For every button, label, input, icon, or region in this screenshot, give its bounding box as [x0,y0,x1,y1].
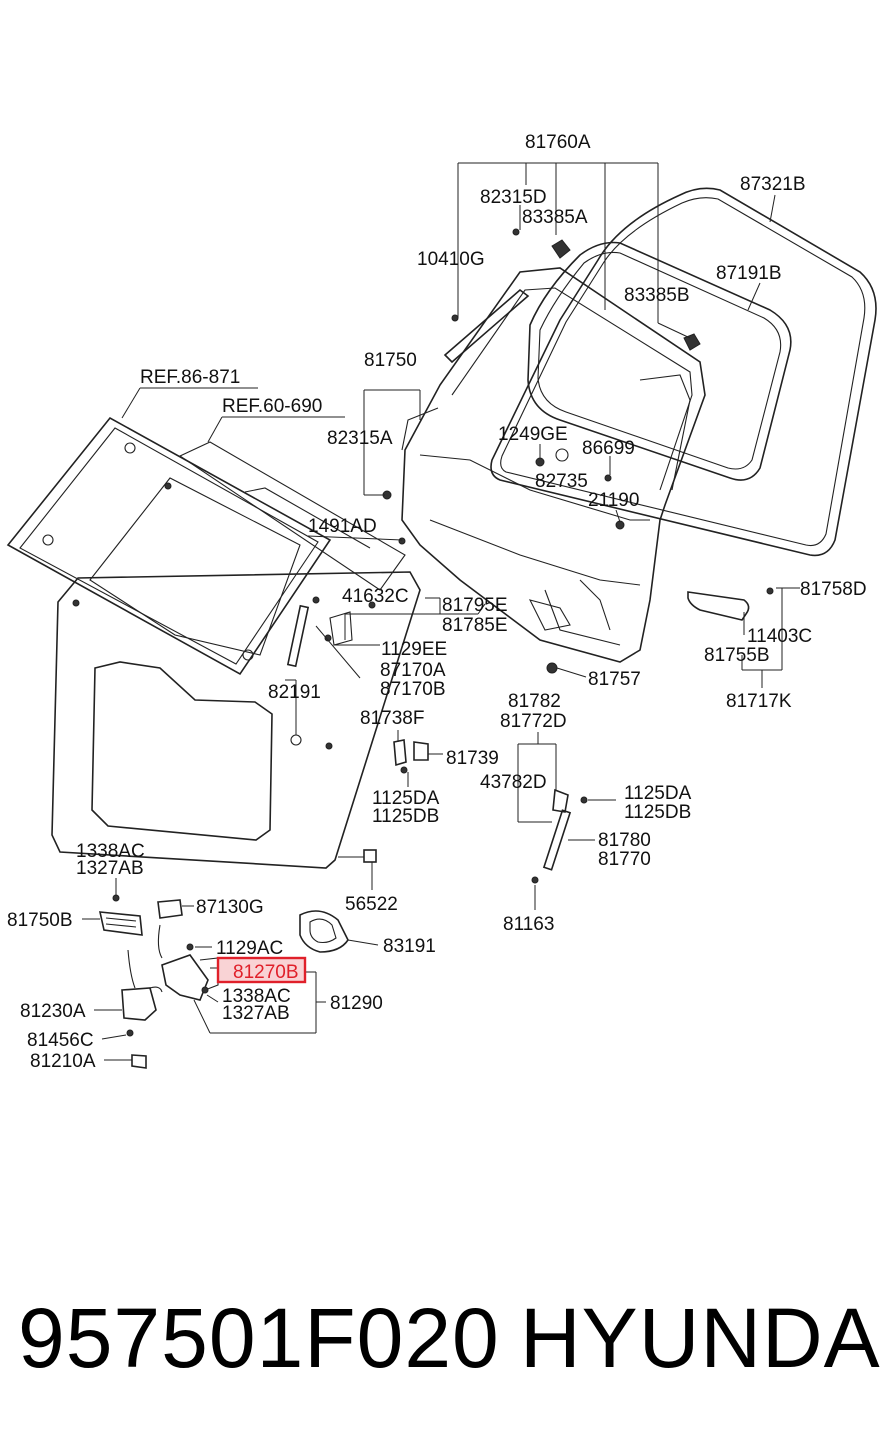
label-87321B: 87321B [740,174,806,195]
label-81750B: 81750B [7,910,73,931]
label-ref-86-871: REF.86-871 [140,367,240,388]
label-82191: 82191 [268,682,321,703]
label-81770: 81770 [598,849,651,870]
label-86699: 86699 [582,438,635,459]
label-1129AC: 1129AC [216,938,283,959]
label-83385B: 83385B [624,285,690,306]
label-1327AB-bottom: 1327AB [222,1003,290,1024]
label-1327AB-top: 1327AB [76,858,144,879]
label-82315A: 82315A [327,428,393,449]
label-81795E: 81795E [442,595,508,616]
outer-glass [164,441,406,591]
label-81290: 81290 [330,993,383,1014]
leader-lines [82,162,783,1061]
label-81782: 81782 [508,691,561,712]
label-83385A: 83385A [522,207,588,228]
label-81750: 81750 [364,350,417,371]
label-1125DB-right: 1125DB [624,802,691,823]
top-strip [382,228,701,674]
label-82735: 82735 [535,471,588,492]
label-87170A: 87170A [380,660,446,681]
tailgate-panel [51,571,421,869]
label-10410G: 10410G [417,249,485,270]
label-41632C: 41632C [342,586,409,607]
part-labels: 81760A 87321B 82315D 83385A 10410G 87191… [7,132,867,1072]
label-1491AD: 1491AD [308,516,377,537]
label-81760A: 81760A [525,132,591,153]
label-87170B: 87170B [380,679,446,700]
handle-cover [299,910,349,953]
label-81210A: 81210A [30,1051,96,1072]
label-83191: 83191 [383,936,436,957]
back-glass [6,416,332,676]
label-ref-60-690: REF.60-690 [222,396,322,417]
label-43782D: 43782D [480,772,547,793]
brand-name: HYUNDAI [520,1291,886,1385]
label-1249GE: 1249GE [498,424,568,445]
part-number: 957501F020 [18,1291,500,1385]
weatherstrip-outer [490,187,877,557]
label-81738F: 81738F [360,708,424,729]
label-87191B: 87191B [716,263,782,284]
bumper-stop [363,849,377,863]
label-21190: 21190 [588,490,639,511]
footer: 957501F020 HYUNDAI [0,1290,886,1400]
label-81270B: 81270B [233,962,299,983]
label-81780: 81780 [598,830,651,851]
label-81230A: 81230A [20,1001,86,1022]
label-1338AC-top: 1338AC [76,841,145,862]
label-11403C: 11403C [747,626,812,647]
strut-left [286,596,376,668]
label-81456C: 81456C [27,1030,94,1051]
lock-assembly [98,894,219,1069]
label-82315D: 82315D [480,187,547,208]
label-81717K: 81717K [726,691,792,712]
highlight-box [216,956,307,984]
label-1125DA-mid: 1125DA [372,788,440,809]
label-1129EE: 1129EE [381,639,447,660]
label-1338AC-bottom: 1338AC [222,986,291,1007]
label-81755B: 81755B [704,645,770,666]
trim-panel [401,267,706,663]
label-81757: 81757 [588,669,641,690]
striker-bracket [393,739,429,774]
label-81772D: 81772D [500,711,567,732]
label-1125DB-mid: 1125DB [372,806,439,827]
label-1125DA-right: 1125DA [624,783,692,804]
label-56522: 56522 [345,894,398,915]
label-81785E: 81785E [442,615,508,636]
pull-handle [687,587,800,621]
label-81758D: 81758D [800,579,867,600]
label-81739: 81739 [446,748,499,769]
strut-right [531,788,588,884]
label-87130G: 87130G [196,897,264,918]
label-81163: 81163 [503,914,554,935]
weatherstrip-inner [527,241,792,481]
